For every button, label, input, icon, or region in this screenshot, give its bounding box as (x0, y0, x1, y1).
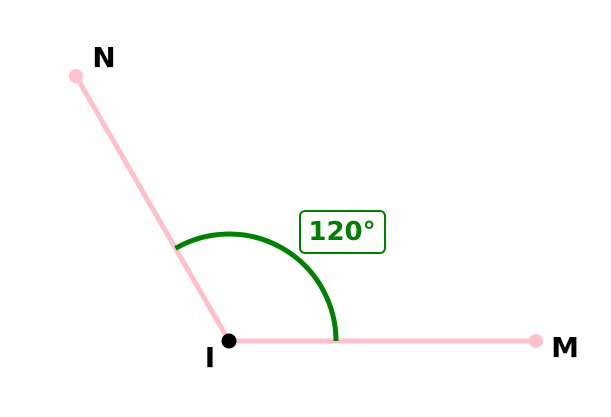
ray-in (73, 73, 232, 344)
point-m-marker (529, 334, 543, 348)
point-n-label: N (92, 41, 115, 74)
vertex-i-label: I (205, 341, 215, 374)
angle-label-box (299, 210, 386, 254)
vertex-i-marker (221, 333, 237, 349)
angle-label: 120° (308, 217, 375, 247)
angle-arc (174, 231, 339, 342)
point-m-label: M (551, 331, 579, 364)
point-n-marker (69, 69, 83, 83)
